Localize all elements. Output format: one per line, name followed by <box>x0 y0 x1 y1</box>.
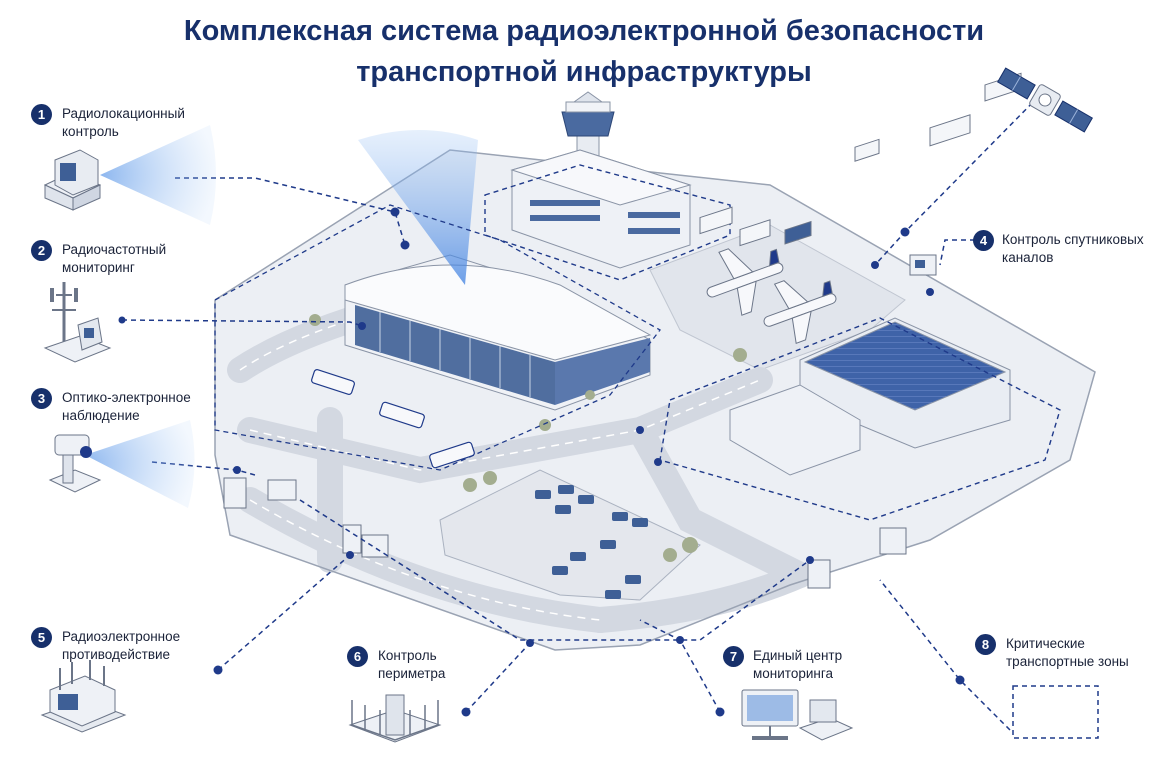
diagram-title-line-2: транспортной инфраструктуры <box>356 56 812 88</box>
road-markings <box>239 299 761 621</box>
callout-2-number: 2 <box>31 240 52 261</box>
callout-5-number: 5 <box>31 627 52 648</box>
callout-6-number: 6 <box>347 646 368 667</box>
aircraft <box>706 248 837 344</box>
callout-3-line-2: наблюдение <box>62 408 140 423</box>
fence-icon <box>348 694 442 743</box>
antenna-mast-icon <box>43 282 112 363</box>
callout-5-line-2: противодействие <box>62 647 171 662</box>
trees <box>309 314 747 562</box>
callout-5-line-1: Радиоэлектронное <box>62 629 181 644</box>
callout-8-line-1: Критические <box>1006 636 1085 651</box>
callout-4-line-2: каналов <box>1002 250 1054 265</box>
passenger-terminal <box>344 254 652 411</box>
callout-7-label: Единый центр мониторинга <box>753 647 842 683</box>
callout-6-line-1: Контроль <box>378 648 437 663</box>
diagram-title-line-1: Комплексная система радиоэлектронной без… <box>183 15 985 47</box>
callout-6-line-2: периметра <box>378 666 446 681</box>
callout-3-number: 3 <box>31 388 52 409</box>
callout-4-line-1: Контроль спутниковых <box>1002 232 1144 247</box>
callout-2-line-2: мониторинг <box>62 260 135 275</box>
terminal-zone <box>214 204 661 471</box>
callout-8-line-2: транспортные зоны <box>1006 654 1129 669</box>
ground-station-icon <box>909 254 937 276</box>
parking-lot <box>439 469 701 601</box>
callout-7-line-2: мониторинга <box>753 666 833 681</box>
camera-icon <box>48 420 195 508</box>
callout-1-number: 1 <box>31 104 52 125</box>
callout-1-line-1: Радиолокационный <box>62 106 185 121</box>
perimeter-fence <box>214 149 1096 651</box>
logistics-warehouse <box>659 317 1061 521</box>
callout-5-label: Радиоэлектронное противодействие <box>62 628 180 664</box>
callout-8-number: 8 <box>975 634 996 655</box>
callout-8-label: Критические транспортные зоны <box>1006 635 1129 671</box>
satellite-icon <box>997 67 1093 133</box>
callout-4-number: 4 <box>973 230 994 251</box>
connector-dots <box>118 207 965 717</box>
callout-1-line-2: контроль <box>62 124 119 139</box>
airport-site <box>214 72 1096 651</box>
monitoring-workstation-icon <box>741 689 854 741</box>
callout-6-label: Контроль периметра <box>378 647 445 683</box>
radar-icon <box>43 125 216 225</box>
callout-2-label: Радиочастотный мониторинг <box>62 241 166 277</box>
admin-building <box>484 149 731 281</box>
callout-1-label: Радиолокационный контроль <box>62 105 185 141</box>
callout-7-line-1: Единый центр <box>753 648 843 663</box>
callout-7-number: 7 <box>723 646 744 667</box>
critical-zone-icon <box>1012 685 1099 739</box>
callout-2-line-1: Радиочастотный <box>62 242 167 257</box>
callout-3-label: Оптико-электронное наблюдение <box>62 389 191 425</box>
callout-3-line-1: Оптико-электронное <box>62 390 191 405</box>
jammer-icon <box>40 660 127 733</box>
callout-4-label: Контроль спутниковых каналов <box>1002 231 1144 267</box>
radar-beam-vertical <box>358 130 478 285</box>
